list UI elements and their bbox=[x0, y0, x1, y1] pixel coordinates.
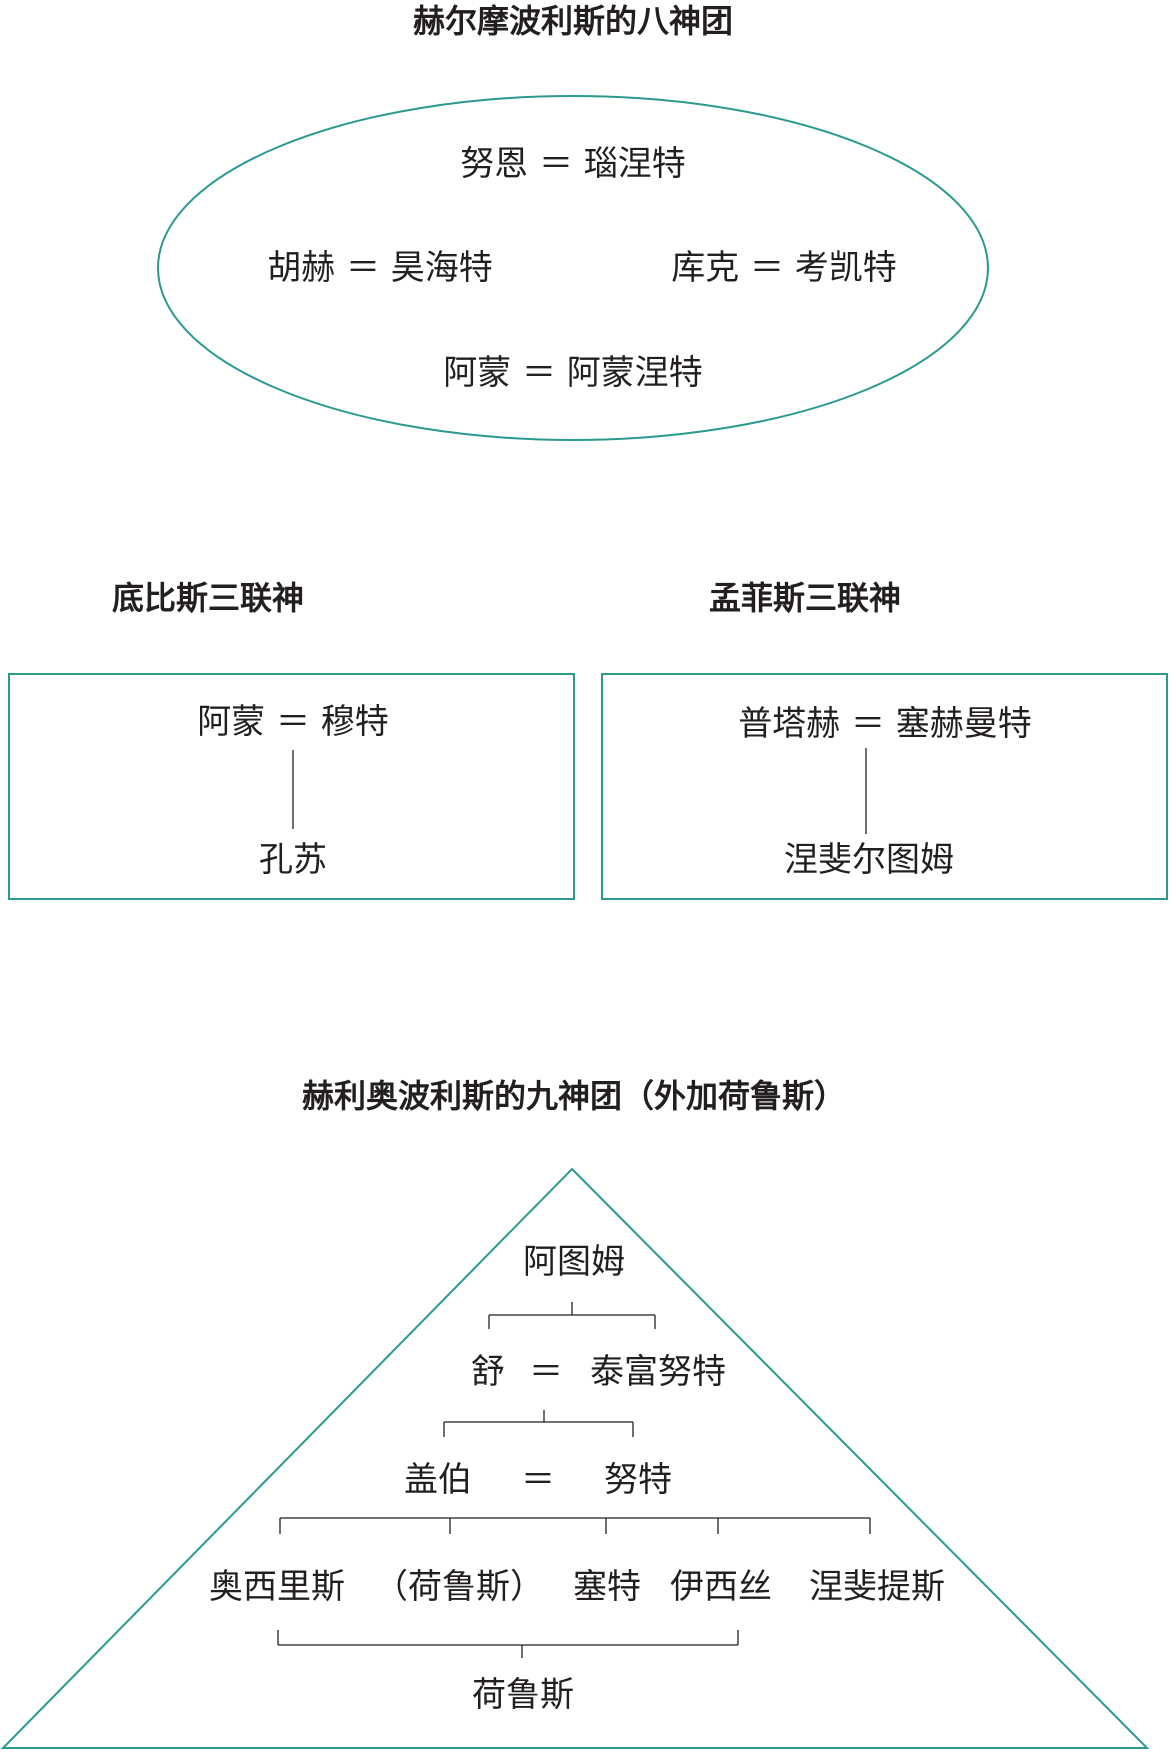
nephthys-label: 涅斐提斯 bbox=[809, 1567, 945, 1607]
memphis-box bbox=[601, 673, 1168, 900]
geb-nut-equals: ＝ bbox=[521, 1460, 555, 1500]
isis-label: 伊西丝 bbox=[670, 1567, 772, 1607]
ennead-title: 赫利奥波利斯的九神团（外加荷鲁斯） bbox=[301, 1077, 847, 1115]
ogdoad-ellipse bbox=[157, 95, 989, 441]
ogdoad-pair-heh: 胡赫 ＝ 昊海特 bbox=[267, 248, 493, 288]
ennead-triangle bbox=[0, 1167, 1150, 1749]
memphis-parents: 普塔赫 ＝ 塞赫曼特 bbox=[738, 704, 1032, 744]
shu-tefnut-bracket bbox=[443, 1410, 634, 1437]
ogdoad-pair-nun: 努恩 ＝ 瑙涅特 bbox=[460, 144, 686, 184]
atum-bracket bbox=[488, 1302, 656, 1329]
memphis-child: 涅斐尔图姆 bbox=[784, 840, 954, 880]
horus-parenthetical-label: （荷鲁斯） bbox=[374, 1567, 544, 1607]
osiris-isis-bracket bbox=[277, 1630, 739, 1658]
geb-label: 盖伯 bbox=[404, 1460, 472, 1500]
thebes-child: 孔苏 bbox=[259, 840, 327, 880]
nut-label: 努特 bbox=[604, 1460, 672, 1500]
shu-tefnut-equals: ＝ bbox=[529, 1352, 563, 1392]
thebes-parents: 阿蒙 ＝ 穆特 bbox=[197, 702, 389, 742]
shu-label: 舒 bbox=[471, 1352, 505, 1392]
ogdoad-pair-kek: 库克 ＝ 考凯特 bbox=[671, 248, 897, 288]
ogdoad-pair-amun: 阿蒙 ＝ 阿蒙涅特 bbox=[443, 353, 703, 393]
thebes-box bbox=[8, 673, 575, 900]
atum-label: 阿图姆 bbox=[523, 1242, 625, 1282]
horus-label: 荷鲁斯 bbox=[472, 1675, 574, 1715]
thebes-title: 底比斯三联神 bbox=[112, 579, 305, 617]
set-label: 塞特 bbox=[573, 1567, 641, 1607]
ogdoad-title: 赫尔摩波利斯的八神团 bbox=[412, 2, 734, 40]
tefnut-label: 泰富努特 bbox=[590, 1352, 726, 1392]
geb-nut-bracket bbox=[279, 1517, 871, 1534]
memphis-title: 孟菲斯三联神 bbox=[709, 579, 902, 617]
osiris-label: 奥西里斯 bbox=[209, 1567, 345, 1607]
